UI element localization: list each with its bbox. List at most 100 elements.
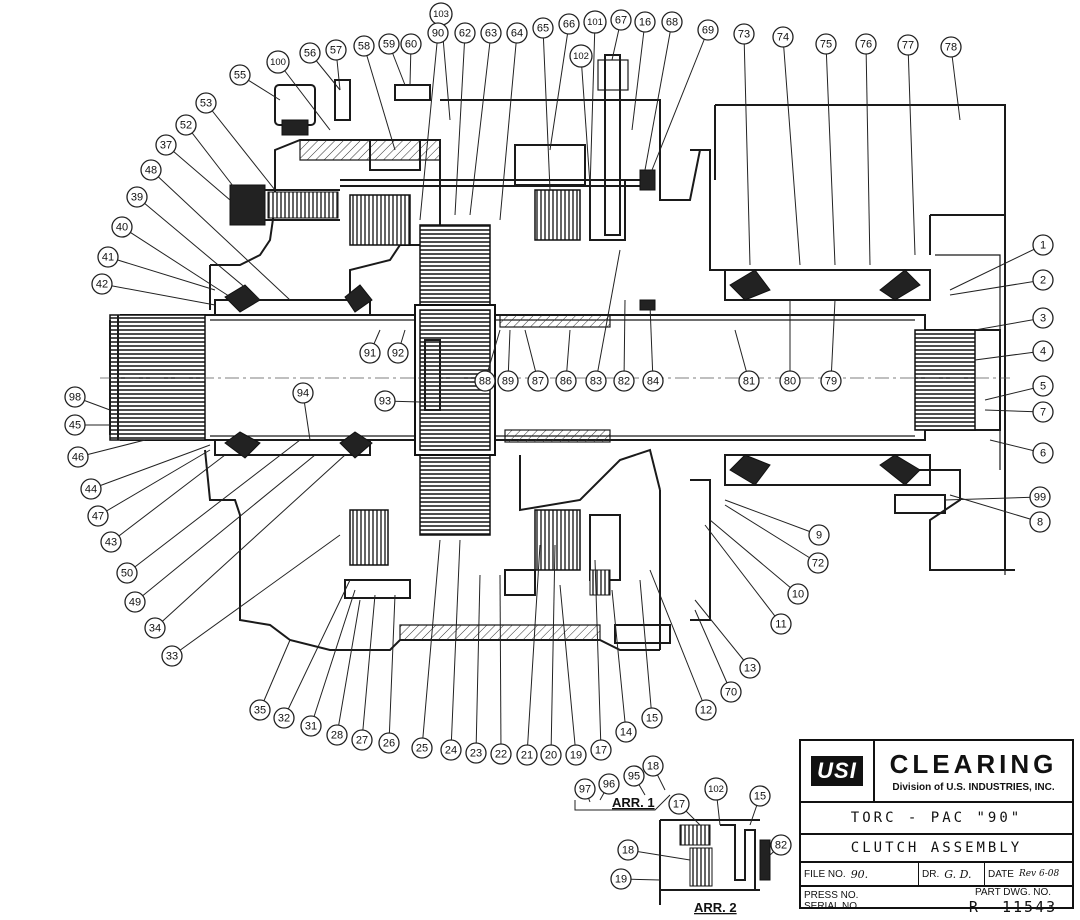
callout-label-48: 48 xyxy=(145,165,157,177)
callout-label-21: 21 xyxy=(521,750,533,762)
callout-82: 82 xyxy=(613,370,635,392)
callout-label-89: 89 xyxy=(502,376,514,388)
company-name: CLEARING xyxy=(889,749,1058,779)
company-block: CLEARING Division of U.S. INDUSTRIES, IN… xyxy=(875,741,1072,801)
leader-40 xyxy=(121,226,236,301)
main-shaft xyxy=(120,314,1001,441)
right-clutch-pack-upper xyxy=(534,189,581,241)
leader-14 xyxy=(611,589,627,733)
callout-8: 8 xyxy=(1029,511,1051,533)
leader-15 xyxy=(639,579,653,719)
leader-33 xyxy=(171,534,341,657)
right-spline-hub xyxy=(914,329,976,431)
cylinder-block xyxy=(369,139,421,171)
leader-44 xyxy=(90,444,211,490)
callout-label-65: 65 xyxy=(537,23,549,35)
leader-9 xyxy=(724,499,820,536)
callout-42: 42 xyxy=(91,273,113,295)
leader-32 xyxy=(283,579,351,719)
callout-label-84: 84 xyxy=(647,376,659,388)
callout-93: 93 xyxy=(374,390,396,412)
callout-label-17: 17 xyxy=(595,745,607,757)
callout-label-10: 10 xyxy=(792,589,804,601)
spline-edge xyxy=(109,315,119,440)
callout-43: 43 xyxy=(100,531,122,553)
leader-19 xyxy=(559,584,577,756)
callout-label-99: 99 xyxy=(1034,492,1046,504)
callout-2: 2 xyxy=(1032,269,1054,291)
callout-label-100: 100 xyxy=(270,57,286,68)
arr2-piston xyxy=(720,824,756,890)
callout-label-98: 98 xyxy=(69,392,81,404)
callout-label-2: 2 xyxy=(1040,275,1046,287)
callout-72: 72 xyxy=(807,552,829,574)
callout-39: 39 xyxy=(126,186,148,208)
callout-label-101: 101 xyxy=(587,17,603,28)
callout-label-59: 59 xyxy=(383,39,395,51)
arrangement-2-detail xyxy=(659,819,771,905)
callout-label-49: 49 xyxy=(129,597,141,609)
callout-label-27: 27 xyxy=(356,735,368,747)
leader-26 xyxy=(388,594,396,744)
callout-74: 74 xyxy=(772,26,794,48)
callout-100: 100 xyxy=(266,50,290,74)
callout-a2-17: 17 xyxy=(668,793,690,815)
callout-label-37: 37 xyxy=(160,140,172,152)
callout-label-13: 13 xyxy=(744,663,756,675)
callout-label-31: 31 xyxy=(305,721,317,733)
callout-label-34: 34 xyxy=(149,623,161,635)
callout-81: 81 xyxy=(738,370,760,392)
product-name: TORC - PAC "90" xyxy=(801,803,1072,835)
callout-label-77: 77 xyxy=(902,40,914,52)
title-logo-row: USI CLEARING Division of U.S. INDUSTRIES… xyxy=(801,741,1072,803)
leader-39 xyxy=(136,196,261,301)
callout-label-12: 12 xyxy=(700,705,712,717)
leader-58 xyxy=(363,45,396,151)
right-upper-rollers xyxy=(729,269,921,301)
leader-41 xyxy=(107,256,216,291)
callout-14: 14 xyxy=(615,721,637,743)
callout-label-95: 95 xyxy=(628,771,640,783)
file-no-value: 90. xyxy=(850,867,869,881)
callout-89: 89 xyxy=(497,370,519,392)
leader-25 xyxy=(421,539,441,749)
callout-label-78: 78 xyxy=(945,42,957,54)
callout-label-a2-15: 15 xyxy=(754,791,766,803)
callout-35: 35 xyxy=(249,699,271,721)
leader-50 xyxy=(126,439,301,574)
callout-80: 80 xyxy=(779,370,801,392)
leader-76 xyxy=(865,43,871,266)
callout-46: 46 xyxy=(67,446,89,468)
callout-label-3: 3 xyxy=(1040,313,1046,325)
leader-10 xyxy=(709,519,799,595)
callout-86: 86 xyxy=(555,370,577,392)
arr1-bracket xyxy=(574,794,671,811)
leader-37 xyxy=(165,144,231,201)
file-no-cell: FILE NO. 90. xyxy=(801,863,919,885)
callout-65: 65 xyxy=(532,17,554,39)
leader-47 xyxy=(97,449,211,517)
press-no-label: PRESS NO. xyxy=(804,890,859,901)
serial-no-label: SERIAL NO. xyxy=(804,901,860,912)
callout-66: 66 xyxy=(558,13,580,35)
callout-78: 78 xyxy=(940,36,962,58)
callout-92: 92 xyxy=(387,342,409,364)
callout-50: 50 xyxy=(116,562,138,584)
callout-15: 15 xyxy=(641,707,663,729)
callout-12: 12 xyxy=(695,699,717,721)
callout-label-25: 25 xyxy=(416,743,428,755)
callout-73: 73 xyxy=(733,23,755,45)
bolt-57 xyxy=(334,79,351,121)
callout-33: 33 xyxy=(161,645,183,667)
callout-label-72: 72 xyxy=(812,558,824,570)
right-frame xyxy=(714,104,1015,571)
leader-69 xyxy=(649,29,709,176)
callout-10: 10 xyxy=(787,583,809,605)
callout-32: 32 xyxy=(273,707,295,729)
callout-label-18: 18 xyxy=(647,761,659,773)
valve-cap xyxy=(274,84,316,126)
callout-84: 84 xyxy=(642,370,664,392)
leader-68 xyxy=(644,21,673,171)
leader-90 xyxy=(419,32,439,221)
